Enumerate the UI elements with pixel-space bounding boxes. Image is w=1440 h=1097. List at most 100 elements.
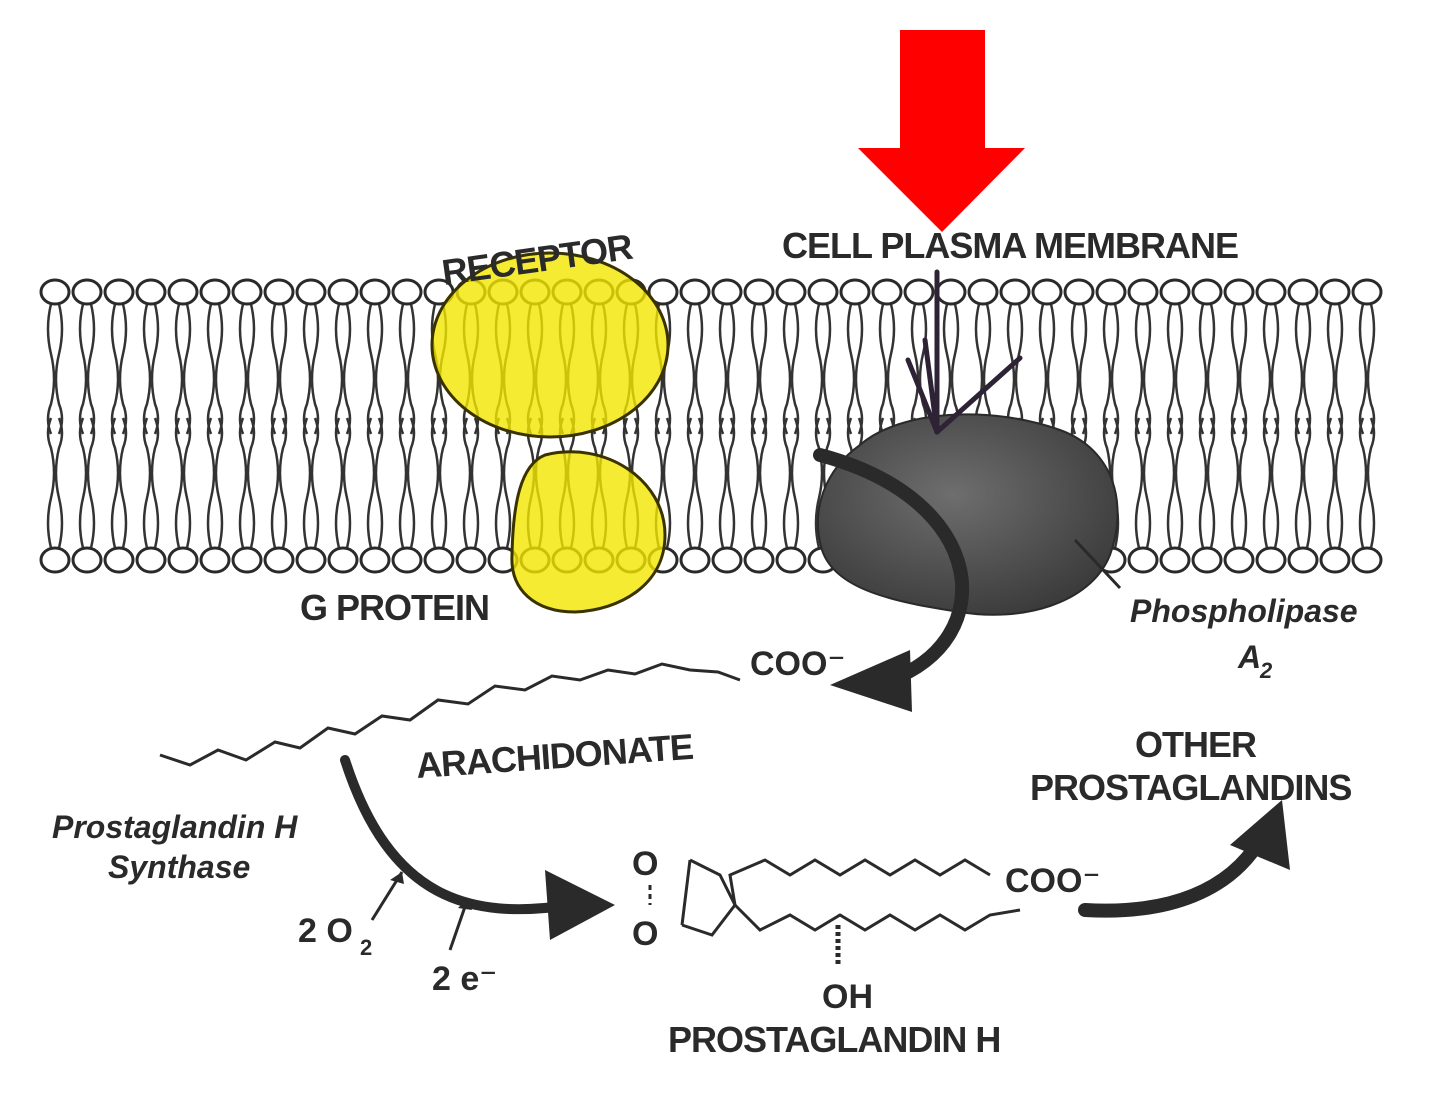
lipid-tail [142,417,152,549]
lipid-head [903,278,935,306]
lipid-head [1223,278,1255,306]
lipid-tail [302,417,312,549]
lipid-head [839,278,871,306]
g-protein [510,450,667,614]
lipid-tail [118,303,128,435]
highlight-arrow-red [858,30,1025,232]
g-protein-label: G PROTEIN [300,587,489,628]
lipid-head [39,278,71,306]
lipid-tail [854,303,864,435]
lipid-head [263,278,295,306]
lipid-tail [310,303,320,435]
other-label-2: PROSTAGLANDINS [1030,767,1351,808]
lipid-tail [1014,303,1024,435]
membrane-head-row-outer [39,278,1383,306]
oxygen-input-arrowhead [390,872,404,884]
lipid-head [999,278,1031,306]
lipid-head [391,278,423,306]
lipid-head [135,278,167,306]
lipid-head [1287,546,1319,574]
lipid-tail [374,417,384,549]
lipid-tail [694,417,704,549]
lipid-tail [1102,303,1112,435]
lipid-head [647,278,679,306]
lipid-tail [46,417,56,549]
lipid-tail [142,303,152,435]
membrane-head-row-inner [39,546,1383,574]
lipid-head [39,546,71,574]
lipid-head [1255,546,1287,574]
lipid-tail [78,303,88,435]
lipid-tail [1262,417,1272,549]
lipid-head [455,546,487,574]
lipid-tail [822,303,832,435]
lipid-tail [374,303,384,435]
lipid-head [295,278,327,306]
lipid-head [1095,278,1127,306]
lipid-tail [238,417,248,549]
lipid-head [871,278,903,306]
prostaglandin-h-structure [648,858,1021,965]
lipid-head [1319,546,1351,574]
lipid-tail [694,303,704,435]
lipid-tail [1134,417,1144,549]
phospholipase-a2-enzyme [816,413,1119,616]
lipid-head [1351,546,1383,574]
phospholipase-label: Phospholipase [1130,593,1358,629]
lipid-tail [1326,417,1336,549]
lipid-tail [1270,303,1280,435]
lipid-tail [1230,303,1240,435]
lipid-tail [430,417,440,549]
lipid-tail [1358,417,1368,549]
lipid-tail [302,303,312,435]
lipid-tail [494,417,504,549]
o-top-label: O [632,845,658,883]
lipid-tail [1174,303,1184,435]
lipid-head [103,278,135,306]
lipid-tail [1334,303,1344,435]
lipid-tail [878,303,888,435]
lipid-tail [310,417,320,549]
lipid-tail [686,417,696,549]
lipid-tail [1134,303,1144,435]
lipid-tail [1046,303,1056,435]
lipid-head [167,546,199,574]
lipid-tail [174,303,184,435]
lipid-tail [86,303,96,435]
lipid-tail [1238,303,1248,435]
lipid-head [711,546,743,574]
lipid-tail [270,303,280,435]
lipid-tail [54,303,64,435]
lipid-tail [110,417,120,549]
lipid-tail [1166,303,1176,435]
lipid-head [359,546,391,574]
lipid-tail [1270,417,1280,549]
pla2-leader-line [1073,538,1122,590]
lipid-tail [406,303,416,435]
lipid-tail [334,303,344,435]
lipid-head [167,278,199,306]
lipid-tail [886,303,896,435]
lipid-tail [430,303,440,435]
lipid-head [135,546,167,574]
lipid-tail [1198,417,1208,549]
enzyme-membrane-anchor [905,269,1023,435]
lipid-tail [726,303,736,435]
lipid-tail [214,417,224,549]
lipid-tail [814,303,824,435]
lipid-head [679,546,711,574]
lipid-tail [1230,417,1240,549]
lipid-tail [1142,417,1152,549]
lipid-tail [782,303,792,435]
lipid-tail [918,303,928,435]
lipid-tail [1198,303,1208,435]
lipid-tail [1166,417,1176,549]
o-bottom-label: O [632,915,658,953]
lipid-head [1319,278,1351,306]
membrane-label: CELL PLASMA MEMBRANE [782,225,1238,266]
lipid-tail [718,417,728,549]
lipid-head [1223,546,1255,574]
lipid-tail [726,417,736,549]
lipid-tail [1326,303,1336,435]
